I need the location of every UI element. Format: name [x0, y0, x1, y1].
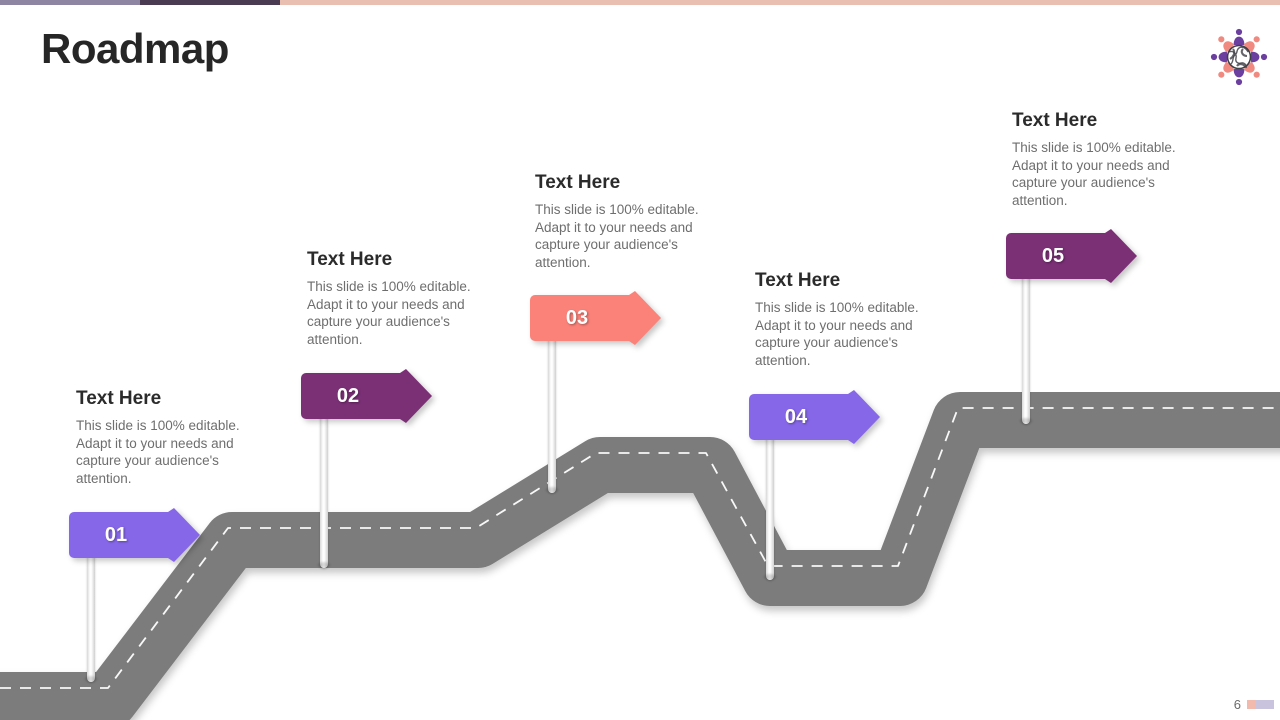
- milestone-05-heading: Text Here: [1012, 110, 1098, 131]
- milestone-03-pole: [548, 315, 556, 493]
- milestone-02-banner: [301, 369, 432, 423]
- milestone-05-banner: [1006, 229, 1137, 283]
- milestone-05-pole: [1022, 252, 1030, 424]
- milestone-01-text: Text Here This slide is 100% editable. A…: [76, 388, 266, 488]
- milestone-04-pole-base: [764, 574, 776, 580]
- milestone-01-heading: Text Here: [76, 388, 162, 409]
- page-number: 6: [1233, 697, 1241, 712]
- milestone-03-body: This slide is 100% editable. Adapt it to…: [535, 201, 699, 270]
- milestone-03-pole-base: [546, 487, 558, 493]
- milestone-01-body: This slide is 100% editable. Adapt it to…: [76, 417, 240, 486]
- accent-segment-1: [0, 0, 140, 5]
- footer: 6: [1234, 697, 1274, 712]
- milestone-01-pole: [87, 530, 95, 682]
- top-accent-bar: [0, 0, 1280, 5]
- milestone-03-flag[interactable]: 03: [529, 291, 661, 353]
- swatch-lavender-1: [1256, 700, 1265, 709]
- milestone-03-heading: Text Here: [535, 172, 621, 193]
- swatch-lavender-2: [1265, 700, 1274, 709]
- milestone-05-pole-base: [1020, 418, 1032, 424]
- milestone-02-body: This slide is 100% editable. Adapt it to…: [307, 278, 471, 347]
- milestone-05-text: Text Here This slide is 100% editable. A…: [1012, 110, 1202, 210]
- milestone-02-flag[interactable]: 02: [300, 369, 432, 431]
- milestone-04-flag[interactable]: 04: [748, 390, 880, 452]
- milestone-03-text: Text Here This slide is 100% editable. A…: [535, 172, 725, 272]
- milestone-01-banner: [69, 508, 200, 562]
- milestone-02-pole-base: [318, 562, 330, 568]
- swatch-peach: [1247, 700, 1256, 709]
- milestone-03-banner: [530, 291, 661, 345]
- milestone-02-pole: [320, 392, 328, 568]
- globe-people-logo: [1203, 26, 1275, 88]
- milestone-04-heading: Text Here: [755, 270, 841, 291]
- milestone-02-text: Text Here This slide is 100% editable. A…: [307, 249, 497, 349]
- milestone-01-pole-base: [85, 676, 97, 682]
- accent-segment-2: [140, 0, 280, 5]
- accent-segment-3: [280, 0, 1280, 5]
- milestone-04-banner: [749, 390, 880, 444]
- milestone-04-pole: [766, 412, 774, 580]
- milestone-05-body: This slide is 100% editable. Adapt it to…: [1012, 139, 1176, 208]
- milestone-05-flag[interactable]: 05: [1005, 229, 1137, 291]
- milestone-02-heading: Text Here: [307, 249, 393, 270]
- footer-color-swatch: [1247, 700, 1274, 709]
- milestone-01-flag[interactable]: 01: [68, 508, 200, 570]
- milestone-04-text: Text Here This slide is 100% editable. A…: [755, 270, 945, 370]
- milestone-04-body: This slide is 100% editable. Adapt it to…: [755, 299, 919, 368]
- page-title: Roadmap: [41, 25, 229, 72]
